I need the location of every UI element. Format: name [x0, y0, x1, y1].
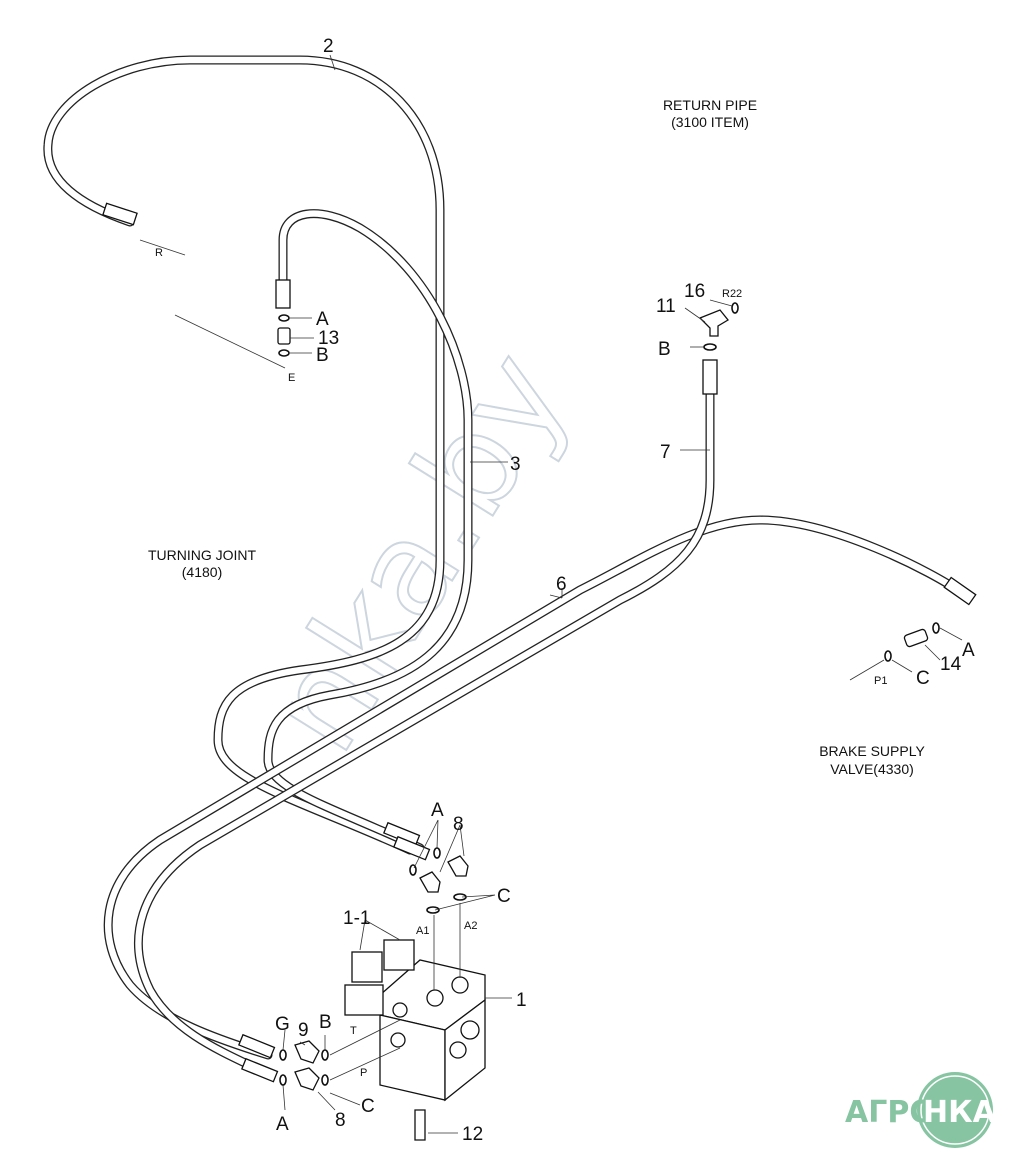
- letter-a-top: A: [316, 309, 329, 330]
- note-brake-supply-item: VALVE(4330): [830, 761, 914, 777]
- elbow-8a: [419, 871, 441, 893]
- port-p: P: [360, 1067, 367, 1079]
- note-turning-joint-item: (4180): [182, 564, 222, 580]
- valve-block-1: [344, 939, 486, 1102]
- hose-2: [43, 55, 445, 855]
- port-r: R: [155, 247, 163, 259]
- callout-9: 9: [298, 1020, 309, 1041]
- adapter-13: [277, 327, 291, 345]
- letter-a-mid: A: [431, 800, 444, 821]
- port-r22: R22: [722, 288, 742, 300]
- elbow-8c: [294, 1067, 320, 1091]
- callout-6: 6: [556, 574, 567, 595]
- agronka-logo: АГРО НКА: [845, 1072, 997, 1148]
- bolt-12: [414, 1109, 426, 1141]
- letter-c-low: C: [361, 1096, 375, 1117]
- letter-g-low: G: [275, 1014, 290, 1035]
- callout-3: 3: [510, 454, 521, 475]
- elbow-9: [294, 1040, 320, 1064]
- note-turning-joint: TURNING JOINT: [148, 547, 257, 563]
- letter-c-right: C: [916, 668, 930, 689]
- callout-11: 11: [656, 296, 676, 317]
- port-a1: A1: [416, 925, 429, 937]
- logo-right-text: НКА: [923, 1095, 997, 1130]
- adapters: [277, 309, 929, 1141]
- tee-11: [698, 309, 729, 337]
- hose-6: [103, 515, 970, 1060]
- callout-14: 14: [940, 654, 962, 675]
- letter-c-mid: C: [497, 886, 511, 907]
- letter-a-low: A: [276, 1114, 289, 1135]
- leader-lines: [139, 54, 963, 1134]
- callout-16: 16: [684, 281, 705, 302]
- callout-1-1: 1-1: [343, 908, 370, 929]
- letter-b-right: B: [658, 339, 671, 360]
- callout-7: 7: [660, 442, 671, 463]
- letter-b-low: B: [319, 1012, 332, 1033]
- callout-1: 1: [516, 990, 527, 1011]
- hose-fittings: [102, 202, 977, 1083]
- logo-left-text: АГРО: [845, 1095, 935, 1130]
- letter-a-right: A: [962, 640, 975, 661]
- letter-b-top: B: [316, 345, 329, 366]
- port-t: T: [350, 1025, 357, 1037]
- callout-12: 12: [462, 1124, 483, 1145]
- port-p1: P1: [874, 675, 887, 687]
- port-a2: A2: [464, 920, 477, 932]
- note-brake-supply: BRAKE SUPPLY: [819, 743, 925, 759]
- callout-13: 13: [318, 328, 339, 349]
- port-e: E: [288, 372, 295, 384]
- adapter-14: [903, 628, 929, 648]
- callout-2: 2: [323, 36, 334, 57]
- note-return-pipe: RETURN PIPE: [663, 97, 757, 113]
- callout-8-top: 8: [453, 814, 464, 835]
- hose-7: [133, 390, 715, 1080]
- elbow-8b: [447, 855, 469, 877]
- callout-8-bottom: 8: [335, 1110, 346, 1131]
- note-return-pipe-item: (3100 ITEM): [671, 114, 749, 130]
